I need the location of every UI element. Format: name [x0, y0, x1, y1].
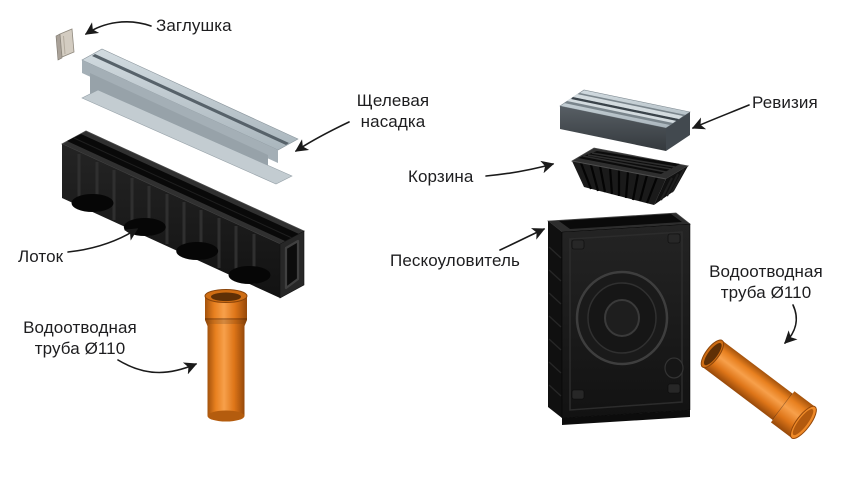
- end-cap-part: [55, 28, 75, 61]
- label-inspection-text: Ревизия: [752, 93, 818, 112]
- drain-pipe-right-part: [700, 339, 817, 440]
- arrow-channel: [67, 228, 139, 253]
- annotation-arrows: [67, 21, 798, 375]
- inspection-part: [559, 89, 691, 151]
- sand-trap-part: [547, 212, 691, 425]
- label-drain-pipe-left-line2: труба Ø110: [34, 339, 126, 358]
- label-drain-pipe-right-line1: Водоотводная: [709, 262, 823, 281]
- arrow-end-cap: [84, 21, 152, 35]
- label-basket: Корзина: [408, 166, 473, 187]
- label-inspection: Ревизия: [752, 92, 818, 113]
- basket-part: [570, 147, 690, 205]
- label-drain-pipe-left-line1: Водоотводная: [23, 318, 137, 337]
- arrow-sand-trap: [499, 228, 546, 251]
- arrow-drain-pipe-left: [117, 359, 198, 375]
- label-slot-top-line2: насадка: [360, 112, 426, 131]
- arrow-drain-pipe-right: [784, 304, 798, 344]
- label-end-cap-text: Заглушка: [156, 16, 232, 35]
- drain-pipe-left-part: [204, 289, 248, 422]
- label-channel: Лоток: [18, 246, 63, 267]
- arrow-slot-top: [294, 121, 350, 152]
- label-slot-top-line1: Щелевая: [356, 91, 430, 110]
- label-basket-text: Корзина: [408, 167, 474, 186]
- arrow-basket: [485, 160, 555, 177]
- label-sand-trap: Пескоуловитель: [390, 250, 520, 271]
- channel-part: [61, 130, 305, 299]
- label-end-cap: Заглушка: [156, 15, 232, 36]
- label-drain-pipe-left: Водоотводная труба Ø110: [10, 317, 150, 359]
- slot-top-part: [81, 48, 299, 185]
- label-slot-top: Щелевая насадка: [345, 90, 441, 132]
- label-drain-pipe-right: Водоотводная труба Ø110: [698, 261, 834, 303]
- label-drain-pipe-right-line2: труба Ø110: [720, 283, 812, 302]
- label-sand-trap-text: Пескоуловитель: [390, 251, 520, 270]
- label-channel-text: Лоток: [18, 247, 64, 266]
- arrow-inspection: [691, 104, 750, 130]
